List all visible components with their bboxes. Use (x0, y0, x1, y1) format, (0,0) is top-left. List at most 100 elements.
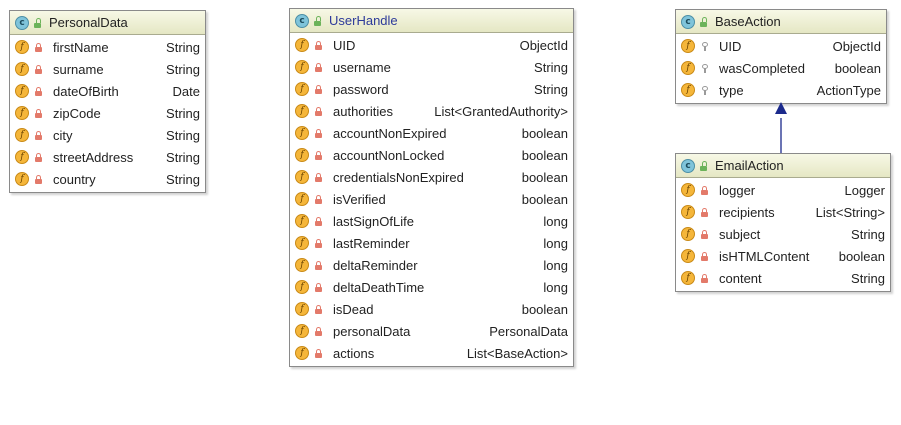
field-name: country (53, 171, 96, 187)
field-type: String (851, 270, 885, 286)
field-icon: f (295, 324, 309, 338)
private-lock-icon (314, 326, 324, 337)
private-lock-icon (34, 152, 44, 163)
field-name: logger (719, 182, 756, 198)
field-type: ObjectId (832, 38, 881, 54)
field-row[interactable]: f personalData PersonalData (290, 320, 573, 342)
field-icon: f (295, 82, 309, 96)
field-name: surname (53, 61, 104, 77)
private-lock-icon (314, 216, 324, 227)
private-lock-icon (314, 150, 324, 161)
field-row[interactable]: f password String (290, 78, 573, 100)
field-name: isHTMLContent (719, 248, 810, 264)
private-lock-icon (34, 130, 44, 141)
field-icon: f (681, 61, 695, 75)
class-icon: c (295, 13, 309, 28)
field-row[interactable]: f actions List<BaseAction> (290, 342, 573, 364)
field-name: accountNonExpired (333, 125, 447, 141)
field-type: String (534, 81, 568, 97)
field-type: ObjectId (519, 37, 568, 53)
field-row[interactable]: f content String (676, 267, 890, 289)
field-type: List<String> (815, 204, 885, 220)
private-lock-icon (314, 172, 324, 183)
field-type: String (851, 226, 885, 242)
field-type: List<BaseAction> (466, 345, 568, 361)
private-lock-icon (700, 273, 710, 284)
class-name: PersonalData (49, 15, 128, 30)
private-lock-icon (314, 194, 324, 205)
field-icon: f (295, 346, 309, 360)
field-icon: f (681, 249, 695, 263)
class-header[interactable]: c PersonalData (10, 11, 205, 35)
field-type: boolean (834, 60, 881, 76)
field-icon: f (295, 192, 309, 206)
field-icon: f (15, 106, 29, 120)
field-type: boolean (521, 191, 568, 207)
protected-key-icon (700, 85, 710, 96)
private-lock-icon (314, 238, 324, 249)
field-type: boolean (521, 301, 568, 317)
field-icon: f (15, 150, 29, 164)
field-name: subject (719, 226, 761, 242)
field-icon: f (681, 205, 695, 219)
field-name: personalData (333, 323, 411, 339)
private-lock-icon (34, 174, 44, 185)
class-header[interactable]: c BaseAction (676, 10, 886, 34)
field-name: content (719, 270, 762, 286)
class-header[interactable]: c EmailAction (676, 154, 890, 178)
private-lock-icon (314, 84, 324, 95)
field-icon: f (681, 271, 695, 285)
field-name: password (333, 81, 389, 97)
protected-key-icon (700, 63, 710, 74)
private-lock-icon (314, 348, 324, 359)
private-lock-icon (700, 229, 710, 240)
field-icon: f (295, 38, 309, 52)
public-unlock-icon (699, 160, 709, 171)
class-header[interactable]: c UserHandle (290, 9, 573, 33)
class-name: UserHandle (329, 13, 398, 28)
field-icon: f (15, 40, 29, 54)
class-icon: c (681, 158, 695, 173)
field-type: List<GrantedAuthority> (434, 103, 568, 119)
field-name: deltaDeathTime (333, 279, 425, 295)
field-type: long (543, 279, 568, 295)
private-lock-icon (34, 64, 44, 75)
field-type: PersonalData (489, 323, 568, 339)
field-name: credentialsNonExpired (333, 169, 464, 185)
field-type: long (543, 235, 568, 251)
field-name: actions (333, 345, 375, 361)
